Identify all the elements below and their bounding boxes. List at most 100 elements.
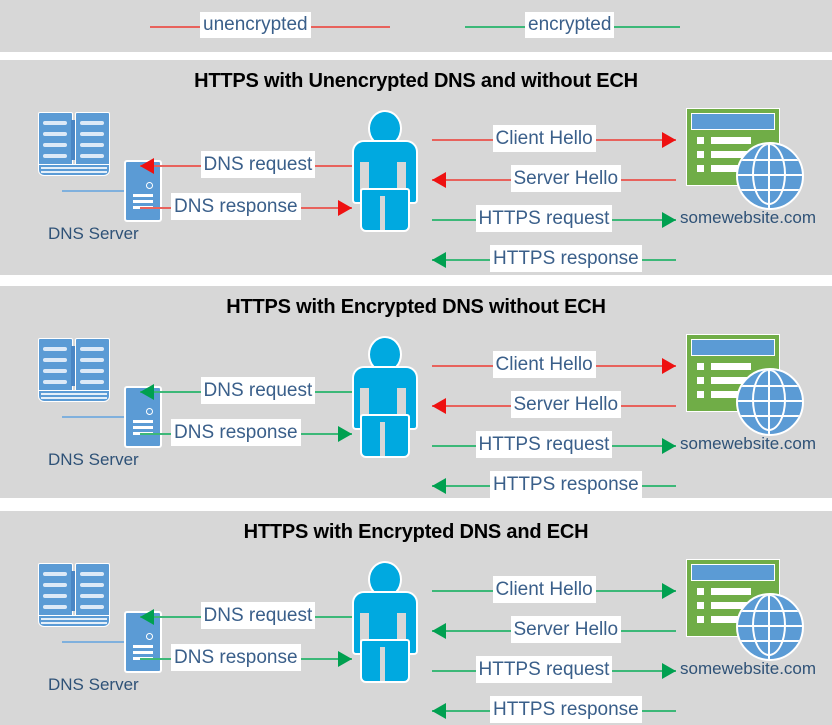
dns-server-label: DNS Server xyxy=(48,450,139,469)
book-line xyxy=(80,132,104,136)
list-bullet-icon xyxy=(697,616,704,623)
book-spine xyxy=(71,120,75,160)
arrow-head-left xyxy=(432,703,446,719)
dns-server-label: DNS Server xyxy=(48,224,139,243)
website-label: somewebsite.com xyxy=(680,208,817,227)
arrow-dns-response: DNS response xyxy=(140,644,352,672)
diagram-panel-unencrypted-dns: HTTPS with Unencrypted DNS and without E… xyxy=(0,60,832,275)
arrow-https-request: HTTPS request xyxy=(432,431,676,459)
website-label: somewebsite.com xyxy=(680,434,817,453)
arrow-https-request: HTTPS request xyxy=(432,656,676,684)
person-icon xyxy=(352,336,418,458)
panel-title: HTTPS with Unencrypted DNS and without E… xyxy=(194,70,638,92)
book-line xyxy=(80,583,104,587)
list-bullet-icon xyxy=(697,588,704,595)
arrow-label: HTTPS request xyxy=(475,205,613,232)
legend-label-encrypted: encrypted xyxy=(525,12,615,38)
book-line xyxy=(43,358,67,362)
book-half-right xyxy=(75,112,110,170)
arrow-client-hello: Client Hello xyxy=(432,576,676,604)
arrow-label: DNS response xyxy=(171,193,301,220)
person-leg-gap xyxy=(380,196,385,230)
person-icon xyxy=(352,110,418,232)
diagram-panel-encrypted-dns-and-ech: HTTPS with Encrypted DNS and ECH DNS Ser… xyxy=(0,511,832,725)
book-line xyxy=(43,605,67,609)
diagram-panel-encrypted-dns: HTTPS with Encrypted DNS without ECH DNS… xyxy=(0,286,832,498)
arrow-head-left xyxy=(432,623,446,639)
book-edge xyxy=(41,622,107,624)
person-arm-left xyxy=(360,613,369,645)
arrow-head-right xyxy=(662,663,676,679)
link-wire xyxy=(62,190,128,192)
list-bullet-icon xyxy=(697,151,704,158)
arrow-head-left xyxy=(432,398,446,414)
person-legs xyxy=(360,414,410,458)
arrow-label: Client Hello xyxy=(492,351,596,378)
person-arms xyxy=(352,162,414,194)
browser-title-bar xyxy=(691,564,775,581)
arrow-head-left xyxy=(432,252,446,268)
list-bullet-icon xyxy=(697,363,704,370)
arrow-label: Client Hello xyxy=(492,576,596,603)
arrow-label: HTTPS response xyxy=(490,696,642,723)
list-line xyxy=(711,363,751,370)
book-line xyxy=(43,369,67,373)
book-line xyxy=(43,143,67,147)
list-bullet-icon xyxy=(697,391,704,398)
arrow-label: Server Hello xyxy=(510,165,622,192)
arrow-label: DNS response xyxy=(171,419,301,446)
book-line xyxy=(80,358,104,362)
book-line xyxy=(43,583,67,587)
book-line xyxy=(43,347,67,351)
arrow-server-hello: Server Hello xyxy=(432,616,676,644)
arrow-dns-request: DNS request xyxy=(140,602,352,630)
book-line xyxy=(80,154,104,158)
globe-icon xyxy=(736,368,804,436)
arrow-dns-request: DNS request xyxy=(140,151,352,179)
book-half-right xyxy=(75,338,110,396)
arrow-head-right xyxy=(662,438,676,454)
arrow-head-left xyxy=(432,478,446,494)
globe-meridian-ellipse xyxy=(752,595,786,656)
book-line xyxy=(80,143,104,147)
book-line xyxy=(43,572,67,576)
book-line xyxy=(80,347,104,351)
book-line xyxy=(80,369,104,373)
book-line xyxy=(43,121,67,125)
person-icon xyxy=(352,561,418,683)
arrow-label: Server Hello xyxy=(510,616,622,643)
legend-label-unencrypted: unencrypted xyxy=(200,12,311,38)
browser-title-bar xyxy=(691,339,775,356)
person-legs xyxy=(360,639,410,683)
book-base xyxy=(38,164,110,176)
browser-title-bar xyxy=(691,113,775,130)
book-edge xyxy=(41,167,107,169)
list-line xyxy=(711,151,751,158)
arrow-client-hello: Client Hello xyxy=(432,125,676,153)
person-arm-right xyxy=(397,388,406,420)
arrow-label: DNS response xyxy=(171,644,301,671)
list-line xyxy=(711,165,751,172)
arrow-head-right xyxy=(662,583,676,599)
website-node: somewebsite.com xyxy=(680,334,816,453)
arrow-label: DNS request xyxy=(200,151,316,178)
person-arm-right xyxy=(397,613,406,645)
arrow-head-left xyxy=(140,384,154,400)
book-edge xyxy=(41,393,107,395)
book-half-left xyxy=(38,338,73,396)
dns-server-label: DNS Server xyxy=(48,675,139,694)
person-leg-gap xyxy=(380,422,385,456)
server-power-icon xyxy=(146,633,153,640)
book-line xyxy=(43,154,67,158)
panel-title: HTTPS with Encrypted DNS without ECH xyxy=(226,296,606,318)
panel-title: HTTPS with Encrypted DNS and ECH xyxy=(243,521,589,543)
book-spine xyxy=(71,571,75,611)
book-line xyxy=(43,132,67,136)
book-edge xyxy=(41,397,107,399)
book-line xyxy=(80,121,104,125)
globe-meridian-ellipse xyxy=(752,370,786,431)
dns-server-node: DNS Server xyxy=(20,338,185,469)
person-arm-left xyxy=(360,162,369,194)
website-node: somewebsite.com xyxy=(680,108,816,227)
arrow-https-response: HTTPS response xyxy=(432,471,676,499)
